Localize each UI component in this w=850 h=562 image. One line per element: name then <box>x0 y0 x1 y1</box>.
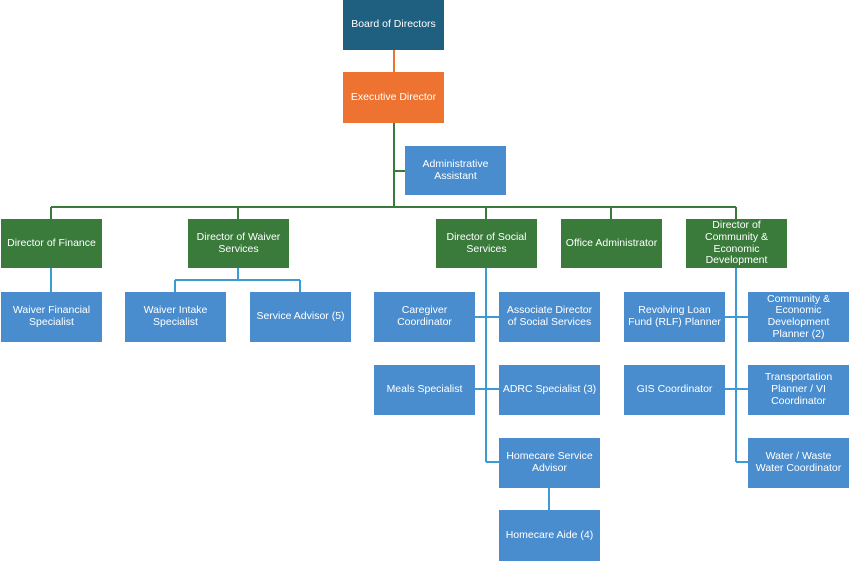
node-transportation-planner: Transportation Planner / VI Coordinator <box>748 365 849 415</box>
node-executive-director: Executive Director <box>343 72 444 123</box>
node-associate-director-social-services: Associate Director of Social Services <box>499 292 600 342</box>
node-director-of-finance: Director of Finance <box>1 219 102 268</box>
node-waiver-financial-specialist: Waiver Financial Specialist <box>1 292 102 342</box>
node-rlf-planner: Revolving Loan Fund (RLF) Planner <box>624 292 725 342</box>
node-director-of-community-economic-development: Director of Community & Economic Develop… <box>686 219 787 268</box>
node-gis-coordinator: GIS Coordinator <box>624 365 725 415</box>
node-director-of-social-services: Director of Social Services <box>436 219 537 268</box>
node-adrc-specialist: ADRC Specialist (3) <box>499 365 600 415</box>
node-board-of-directors: Board of Directors <box>343 0 444 50</box>
node-waiver-intake-specialist: Waiver Intake Specialist <box>125 292 226 342</box>
node-office-administrator: Office Administrator <box>561 219 662 268</box>
node-administrative-assistant: Administrative Assistant <box>405 146 506 195</box>
node-meals-specialist: Meals Specialist <box>374 365 475 415</box>
node-community-economic-development-planner: Community & Economic Development Planner… <box>748 292 849 342</box>
node-water-waste-water-coordinator: Water / Waste Water Coordinator <box>748 438 849 488</box>
node-director-of-waiver-services: Director of Waiver Services <box>188 219 289 268</box>
node-homecare-service-advisor: Homecare Service Advisor <box>499 438 600 488</box>
node-service-advisor: Service Advisor (5) <box>250 292 351 342</box>
node-homecare-aide: Homecare Aide (4) <box>499 510 600 561</box>
node-caregiver-coordinator: Caregiver Coordinator <box>374 292 475 342</box>
